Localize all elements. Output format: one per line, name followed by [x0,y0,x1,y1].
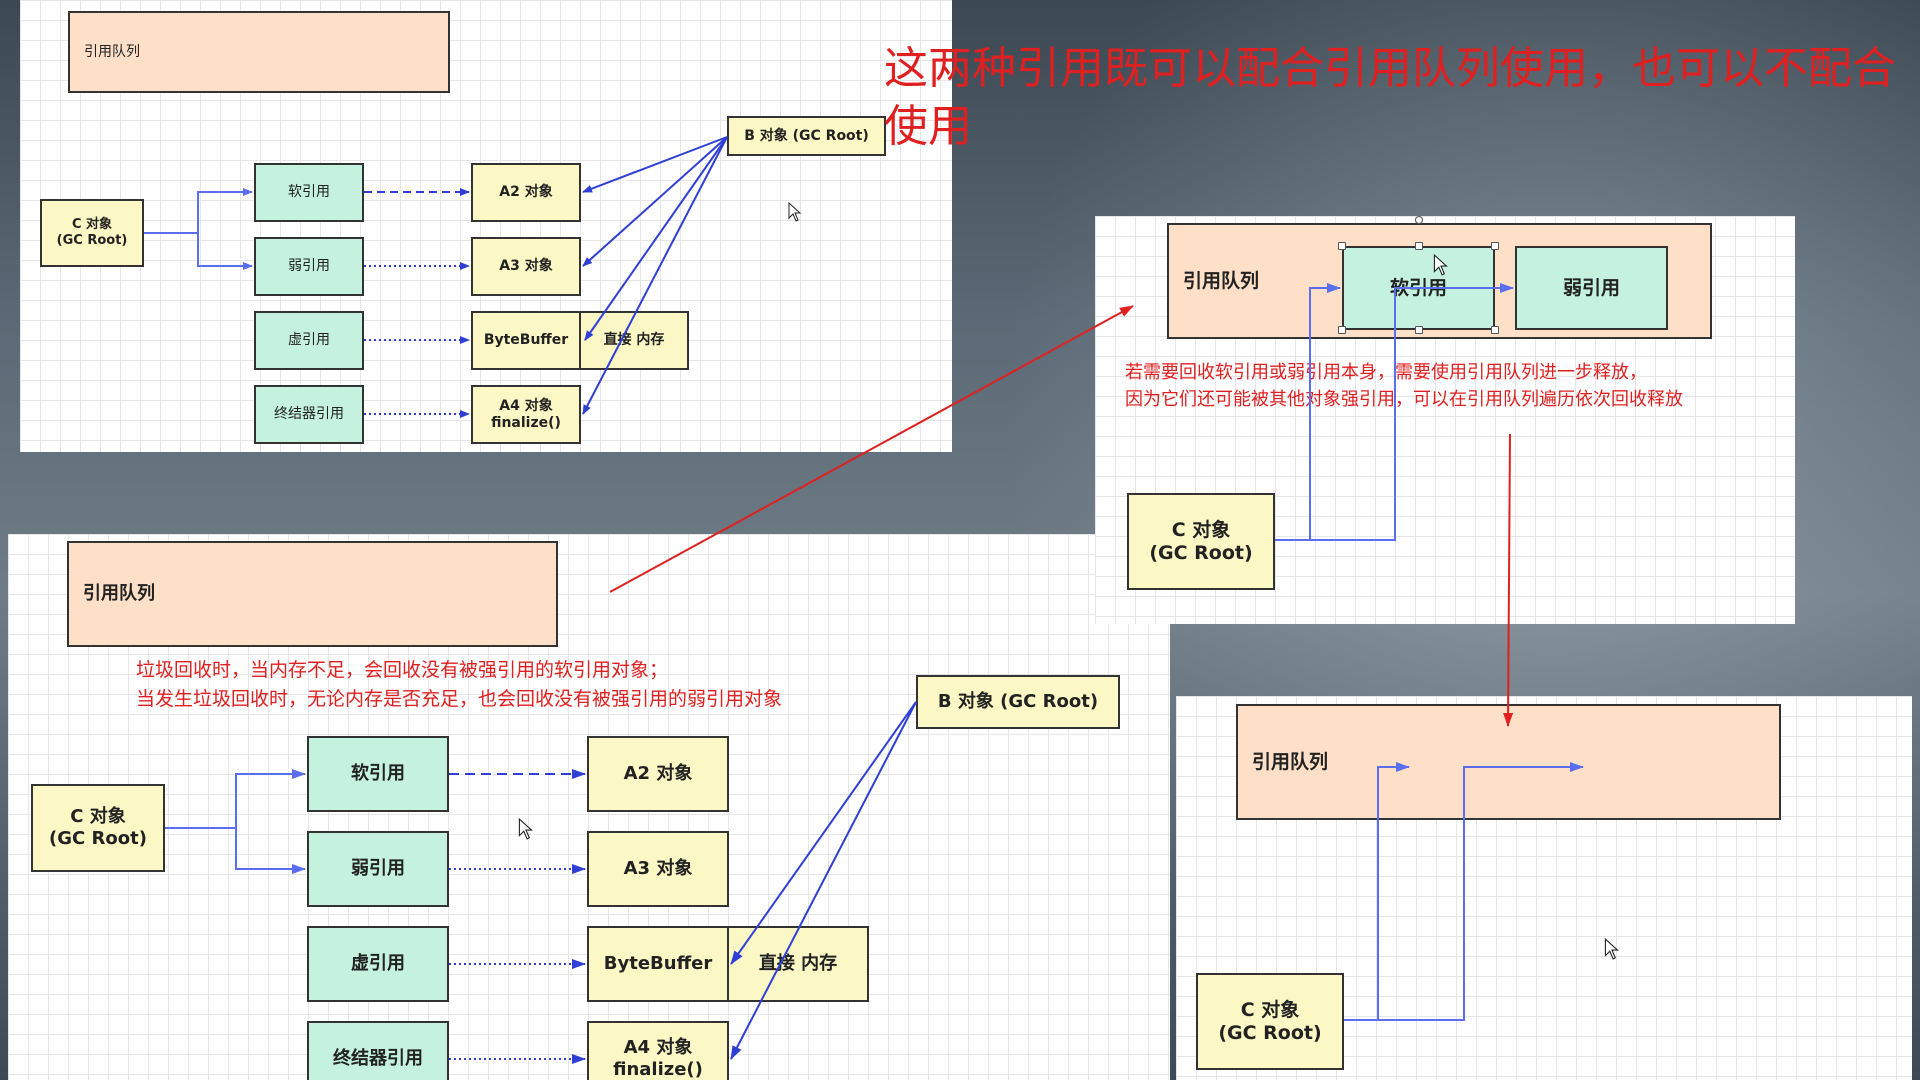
selection-handle[interactable] [1415,242,1423,250]
cursor-icon [788,202,802,222]
headline: 这两种引用既可以配合引用队列使用，也可以不配合使用 [884,43,1896,152]
phantom-reference[interactable]: 虚引用 [254,311,364,370]
soft-reference[interactable]: 软引用 [307,736,449,812]
panel-reference-queue-release: 引用队列 软引用 弱引用 若需要回收软引用或弱引用本身，需要使用引用队列进一步释… [1095,216,1795,624]
a3-object[interactable]: A3 对象 [587,831,729,907]
selection-handle[interactable] [1338,242,1346,250]
a4-object-finalize[interactable]: A4 对象 finalize() [587,1021,729,1080]
a2-object[interactable]: A2 对象 [471,163,581,222]
b-object-gc-root[interactable]: B 对象 (GC Root) [727,116,886,156]
gc-rule-note: 垃圾回收时，当内存不足，会回收没有被强引用的软引用对象； 当发生垃圾回收时，无论… [136,659,783,710]
reference-queue[interactable]: 引用队列 [67,541,558,647]
a3-object[interactable]: A3 对象 [471,237,581,296]
bytebuffer-object[interactable]: ByteBuffer [471,311,581,370]
a2-object[interactable]: A2 对象 [587,736,729,812]
selection-handle[interactable] [1491,326,1499,334]
soft-reference[interactable]: 软引用 [1342,246,1495,330]
b-object-gc-root[interactable]: B 对象 (GC Root) [916,675,1120,729]
c-object-gc-root[interactable]: C 对象 (GC Root) [1196,973,1344,1070]
selection-handle[interactable] [1415,326,1423,334]
reference-queue[interactable]: 引用队列 [68,11,450,93]
direct-memory[interactable]: 直接 内存 [579,311,689,370]
finalizer-reference[interactable]: 终结器引用 [307,1021,449,1080]
cursor-icon [1604,938,1619,960]
selection-handle[interactable] [1338,326,1346,334]
c-object-gc-root[interactable]: C 对象 (GC Root) [40,199,144,267]
panel-reference-queue-empty: 引用队列 C 对象 (GC Root) [1176,696,1912,1080]
cursor-icon [518,818,533,840]
c-object-gc-root[interactable]: C 对象 (GC Root) [31,784,165,872]
c-object-gc-root[interactable]: C 对象 (GC Root) [1127,493,1275,590]
bytebuffer-object[interactable]: ByteBuffer [587,926,729,1002]
weak-reference[interactable]: 弱引用 [254,237,364,296]
queue-release-note: 若需要回收软引用或弱引用本身，需要使用引用队列进一步释放， 因为它们还可能被其他… [1125,362,1683,410]
weak-reference[interactable]: 弱引用 [1515,246,1668,330]
weak-reference[interactable]: 弱引用 [307,831,449,907]
panel-reference-types-small: 引用队列 C 对象 (GC Root) 软引用 弱引用 虚引用 终结器引用 A2… [20,0,952,452]
soft-reference[interactable]: 软引用 [254,163,364,222]
phantom-reference[interactable]: 虚引用 [307,926,449,1002]
selection-handle[interactable] [1491,242,1499,250]
rotate-handle[interactable] [1415,216,1423,224]
finalizer-reference[interactable]: 终结器引用 [254,385,364,444]
panel-reference-types-large: 引用队列 垃圾回收时，当内存不足，会回收没有被强引用的软引用对象； 当发生垃圾回… [8,534,1170,1080]
reference-queue[interactable]: 引用队列 [1236,704,1781,820]
a4-object-finalize[interactable]: A4 对象 finalize() [471,385,581,444]
cursor-icon [1433,254,1448,276]
direct-memory[interactable]: 直接 内存 [727,926,869,1002]
